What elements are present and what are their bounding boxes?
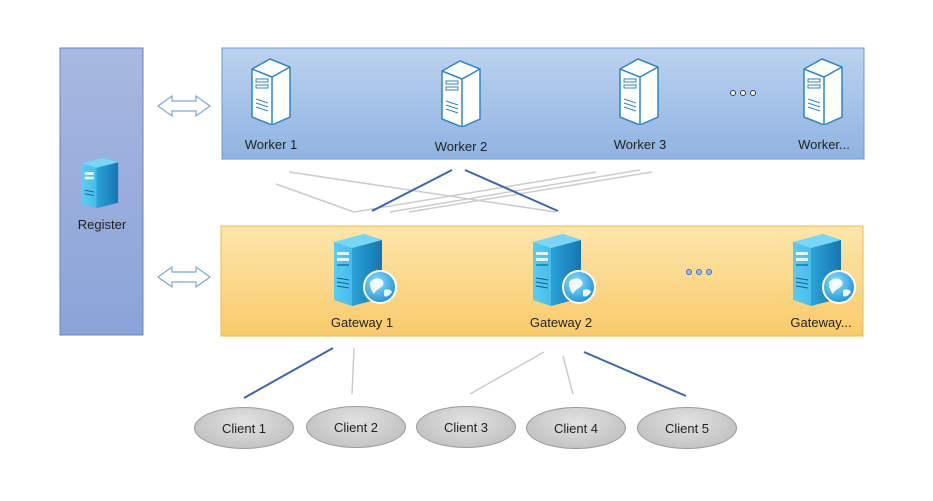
double-arrow-icon [156, 265, 212, 289]
gateway-ellipsis-icon [686, 269, 712, 275]
client-label: Client 2 [333, 419, 379, 435]
client-label: Client 1 [221, 420, 267, 436]
worker-gateway-links [275, 169, 653, 213]
worker-label: Worker... [798, 137, 850, 152]
active-link-line [583, 351, 687, 397]
link-line [469, 351, 545, 395]
worker-band [221, 47, 865, 160]
worker-ellipsis-icon [730, 90, 756, 96]
active-link-line [243, 347, 334, 399]
active-link-line [371, 169, 453, 212]
worker-server-icon [441, 60, 481, 127]
client-node: Client 5 [637, 407, 737, 449]
worker-label: Worker 3 [613, 137, 667, 152]
link-line [562, 355, 574, 395]
client-node: Client 2 [306, 406, 406, 448]
gateway-label: Gateway 1 [330, 315, 394, 330]
gateway-label: Gateway... [790, 315, 852, 330]
link-line [353, 171, 597, 213]
register-label: Register [77, 217, 127, 232]
client-label: Client 4 [553, 420, 599, 436]
active-links [371, 169, 559, 212]
register-server-icon [81, 157, 119, 209]
active-link-line [464, 169, 559, 212]
link-line [351, 347, 355, 395]
client-label: Client 5 [664, 420, 710, 436]
gateway-client-links [243, 347, 687, 399]
worker-label: Worker 2 [434, 139, 488, 154]
worker-server-icon [251, 58, 291, 125]
worker-server-icon [803, 58, 843, 125]
link-line [275, 183, 355, 213]
double-arrow-icon [156, 94, 212, 118]
client-node: Client 4 [526, 407, 626, 449]
link-line [288, 171, 557, 213]
link-line [408, 171, 653, 213]
client-node: Client 1 [194, 407, 294, 449]
worker-label: Worker 1 [244, 137, 298, 152]
gateway-label: Gateway 2 [529, 315, 593, 330]
worker-server-icon [619, 58, 659, 125]
client-node: Client 3 [416, 406, 516, 448]
client-label: Client 3 [443, 419, 489, 435]
